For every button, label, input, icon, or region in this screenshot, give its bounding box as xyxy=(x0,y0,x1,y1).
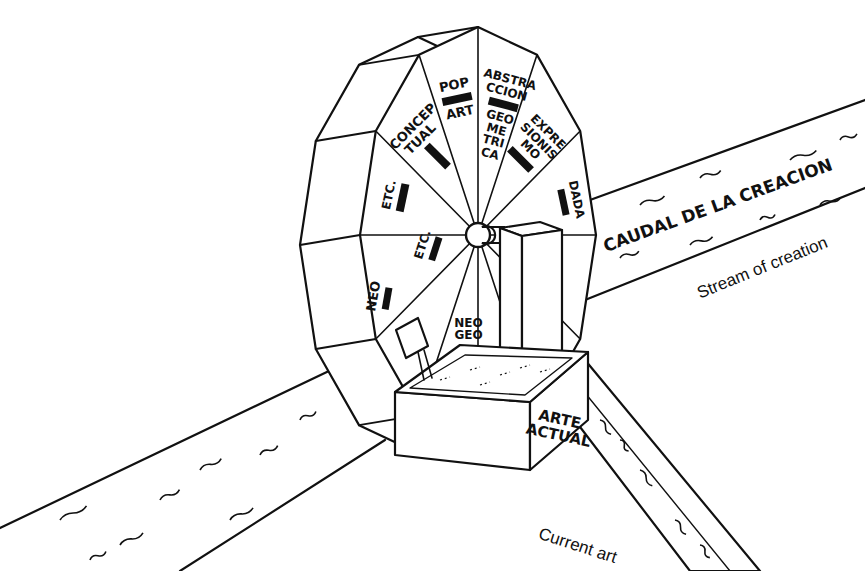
water-ripple xyxy=(839,132,857,142)
water-ripple xyxy=(638,469,653,487)
water-ripple xyxy=(673,519,687,536)
trough-top xyxy=(395,345,588,402)
wheel-paddle-edge xyxy=(300,235,360,245)
water-ripple xyxy=(199,457,222,472)
pouring-water xyxy=(424,350,432,378)
water-surface xyxy=(500,372,510,375)
stream-bank xyxy=(590,100,865,200)
wheel-bucket xyxy=(396,318,428,358)
water-ripple xyxy=(598,419,612,436)
water-ripple xyxy=(699,169,721,180)
trough-front xyxy=(395,392,530,470)
water-ripple xyxy=(159,488,180,502)
water-surface xyxy=(470,367,480,370)
paddle-bar xyxy=(424,143,451,170)
water-ripple xyxy=(689,235,713,247)
water-ripple xyxy=(789,149,817,162)
water-ripple xyxy=(759,213,775,222)
water-ripple xyxy=(618,439,630,452)
water-surface xyxy=(540,369,550,372)
wheel-paddle-edge xyxy=(359,55,419,65)
water-ripple xyxy=(619,249,639,260)
stream-bank xyxy=(0,360,352,528)
paddle-bar xyxy=(395,183,409,212)
translation-note: Current art xyxy=(536,524,619,568)
water-surface xyxy=(480,382,490,385)
water-ripple xyxy=(119,531,144,547)
water-surface xyxy=(520,365,530,368)
water-ripple xyxy=(299,410,317,422)
pouring-water xyxy=(418,352,424,380)
translation-note: Stream of creation xyxy=(694,233,830,304)
segment-label: NEO GEO xyxy=(449,317,489,342)
wheel-spoke xyxy=(477,27,479,235)
segment-label: GEO ME TRI CA xyxy=(475,107,515,163)
water-ripple xyxy=(229,506,254,522)
water-ripple xyxy=(698,544,711,559)
water-ripple xyxy=(639,194,665,207)
stream-bank xyxy=(180,440,385,571)
water-ripple xyxy=(89,550,107,562)
trough-water xyxy=(410,355,572,395)
wheel-paddle-edge xyxy=(316,339,376,349)
wheel-paddle-edge xyxy=(316,131,376,141)
paddle-bar xyxy=(382,287,393,310)
water-ripple xyxy=(819,196,841,207)
water-ripple xyxy=(59,504,87,522)
water-ripple xyxy=(259,444,279,457)
water-surface xyxy=(440,377,450,380)
wheel-segment: NEO GEO xyxy=(449,317,489,342)
